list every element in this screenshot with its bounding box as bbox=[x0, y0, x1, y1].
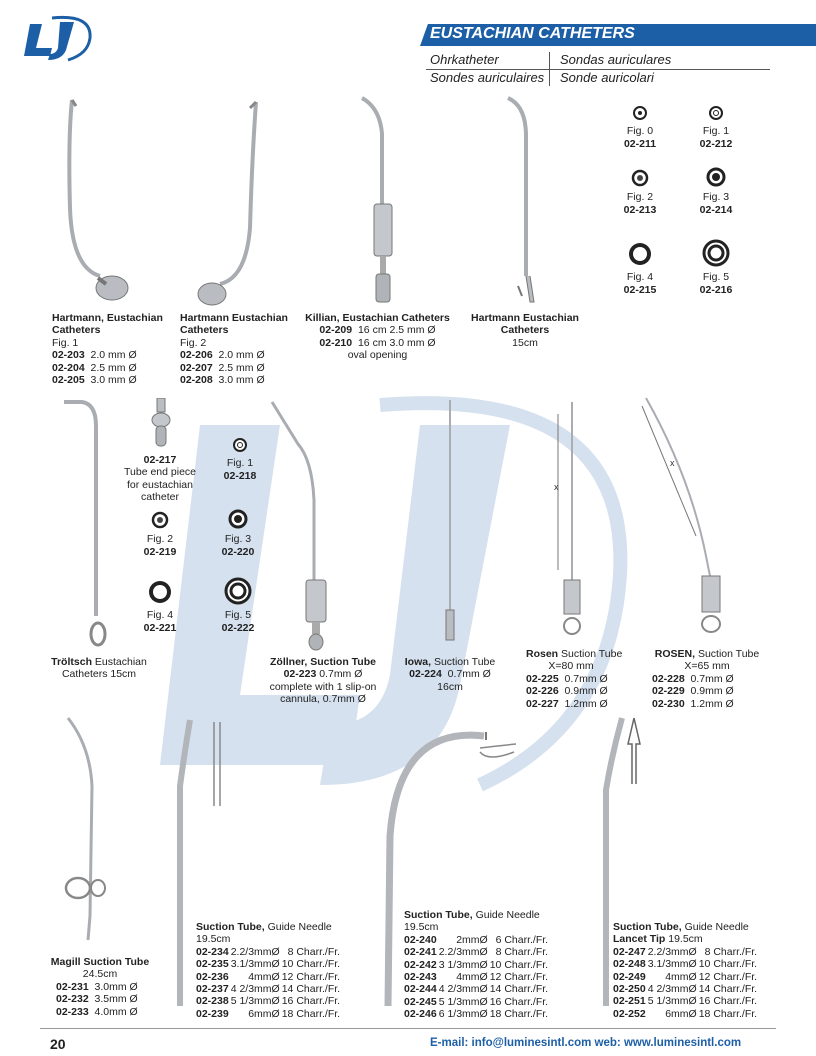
rosen-1-caption: Rosen Suction Tube X=80 mm 02-225 0.7mm … bbox=[526, 648, 623, 710]
translation-fr: Sondes auriculaires bbox=[430, 70, 545, 85]
suction-tube-3-caption: Suction Tube, Guide Needle Lancet Tip 19… bbox=[613, 921, 758, 1020]
killian-caption: Killian, Eustachian Catheters 02-209 16 … bbox=[305, 312, 450, 362]
magill-caption: Magill Suction Tube 24.5cm 02-231 3.0mm … bbox=[50, 956, 150, 1018]
watermark-logo bbox=[160, 396, 628, 792]
iowa-suction-tube-image bbox=[445, 400, 455, 641]
tip-cross-section-icon bbox=[633, 106, 647, 120]
tip-cross-section-icon bbox=[151, 511, 169, 529]
translation-de: Ohrkatheter bbox=[430, 52, 499, 67]
rosen-suction-tube-2-image: x bbox=[641, 397, 721, 633]
iowa-caption: Iowa, Suction Tube 02-224 0.7mm Ø 16cm bbox=[404, 656, 496, 693]
hartmann-2-caption: Hartmann Eustachian Catheters Fig. 2 02-… bbox=[180, 312, 288, 387]
hartmann-catheter-3-image bbox=[507, 96, 535, 303]
rosen-suction-tube-1-image: x bbox=[554, 402, 581, 635]
troltsch-caption: Tröltsch Eustachian Catheters 15cm bbox=[51, 656, 147, 681]
tip-cross-section-icon bbox=[709, 106, 723, 120]
hartmann-1-caption: Hartmann, Eustachian Catheters Fig. 1 02… bbox=[52, 312, 163, 387]
hartmann-catheter-1-image bbox=[67, 99, 129, 301]
tip-cross-section-icon bbox=[631, 169, 649, 187]
translation-it: Sonde auricolari bbox=[560, 70, 654, 85]
footer-contact: E-mail: info@luminesintl.com web: www.lu… bbox=[430, 1037, 742, 1049]
suction-tube-curved-image bbox=[384, 731, 517, 1007]
tip-cross-section-icon bbox=[224, 577, 252, 605]
svg-text:x: x bbox=[554, 482, 559, 492]
suction-tube-lancet-image bbox=[603, 717, 641, 1006]
divider bbox=[549, 52, 550, 86]
tip-cross-section-icon bbox=[149, 581, 171, 603]
page-title: EUSTACHIAN CATHETERS bbox=[430, 25, 635, 42]
suction-tube-guide-needle-image bbox=[177, 719, 221, 1006]
footer-divider bbox=[40, 1028, 776, 1029]
hartmann-catheter-2-image bbox=[197, 100, 258, 306]
tip-cross-section-icon bbox=[702, 239, 730, 267]
tip-cross-section-icon bbox=[228, 509, 248, 529]
suction-tube-1-caption: Suction Tube, Guide Needle 19.5cm 02-234… bbox=[196, 921, 341, 1020]
title-bar bbox=[420, 24, 816, 46]
troltsch-catheter-image bbox=[64, 400, 107, 647]
translation-es: Sondas auriculares bbox=[560, 52, 672, 67]
page-number: 20 bbox=[50, 1036, 66, 1052]
tip-cross-section-icon bbox=[233, 438, 247, 452]
suction-tube-2-caption: Suction Tube, Guide Needle 19.5cm 02-240… bbox=[404, 909, 549, 1021]
hartmann-3-caption: Hartmann Eustachian Catheters 15cm bbox=[471, 312, 579, 349]
magill-suction-tube-image bbox=[64, 717, 106, 941]
tube-end-piece-image bbox=[151, 398, 171, 447]
zollner-suction-tube-image bbox=[270, 401, 327, 651]
killian-catheter-image bbox=[360, 96, 393, 303]
tip-cross-section-icon bbox=[706, 167, 726, 187]
zollner-caption: Zöllner, Suction Tube 02-223 0.7mm Ø com… bbox=[269, 656, 377, 706]
svg-text:x: x bbox=[670, 458, 675, 468]
divider bbox=[426, 69, 770, 70]
tip-cross-section-icon bbox=[629, 243, 651, 265]
rosen-2-caption: ROSEN, Suction Tube X=65 mm 02-228 0.7mm… bbox=[652, 648, 760, 710]
company-logo bbox=[24, 15, 92, 62]
